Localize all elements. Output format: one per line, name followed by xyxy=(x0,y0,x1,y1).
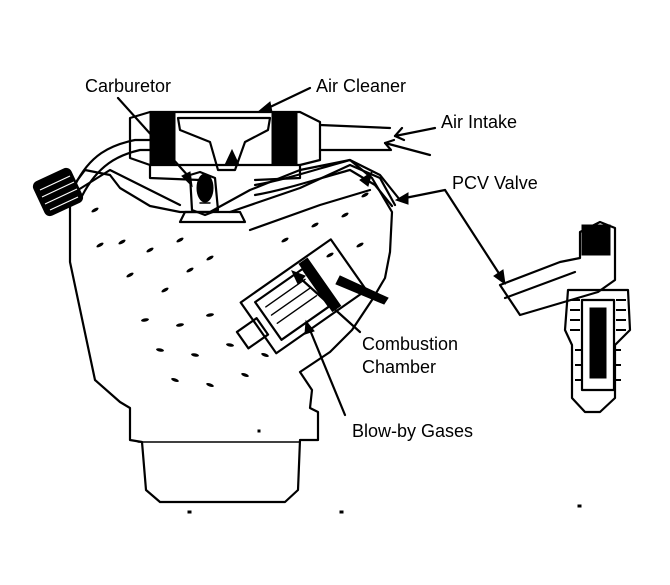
label-pcv-valve: PCV Valve xyxy=(452,173,538,193)
label-blow-by-gases: Blow-by Gases xyxy=(352,421,473,441)
pcv-valve-detail xyxy=(498,220,632,414)
label-carburetor: Carburetor xyxy=(85,76,171,96)
label-air-cleaner: Air Cleaner xyxy=(316,76,406,96)
breather-hose xyxy=(73,138,162,198)
leader-lines xyxy=(116,86,506,417)
scan-specks xyxy=(187,429,582,514)
oil-filler-cap xyxy=(32,167,84,217)
spark-plug xyxy=(335,275,389,305)
piston-cylinder xyxy=(235,238,368,355)
label-combustion-chamber-line2: Chamber xyxy=(362,357,436,377)
flow-arrows xyxy=(224,148,373,187)
pcv-hose xyxy=(253,158,402,208)
blow-by-flow-marks xyxy=(91,192,369,388)
carburetor xyxy=(178,170,247,224)
label-combustion-chamber-line1: Combustion xyxy=(362,334,458,354)
label-air-intake: Air Intake xyxy=(441,112,517,132)
